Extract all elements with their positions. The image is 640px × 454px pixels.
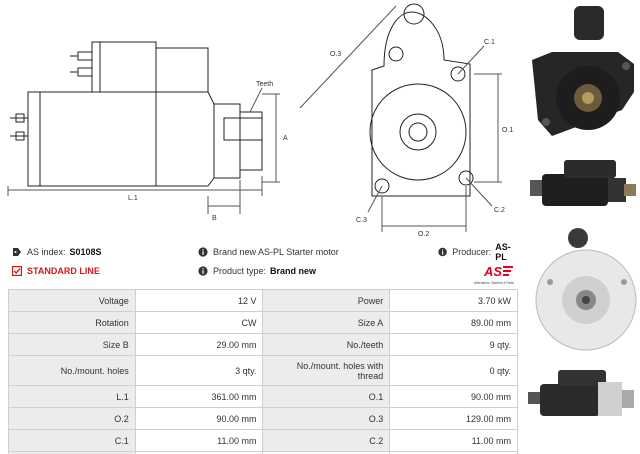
teeth-label: Teeth bbox=[256, 81, 273, 88]
spec-value: 11.00 mm bbox=[389, 429, 518, 452]
spec-label: O.1 bbox=[262, 385, 391, 408]
spec-value: 12 V bbox=[134, 289, 264, 312]
info-row-2: STANDARD LINE Product type: Brand new bbox=[10, 264, 520, 280]
c1-label: C.1 bbox=[484, 39, 495, 46]
c2-label: C.2 bbox=[494, 207, 505, 214]
spec-label: Rotation bbox=[8, 311, 136, 334]
motor-body-outline bbox=[27, 91, 157, 187]
as-index-value: S0108S bbox=[69, 247, 102, 257]
photo-side-silver bbox=[528, 370, 634, 416]
spec-label: C.2 bbox=[262, 429, 391, 452]
spec-value: 3.70 kW bbox=[389, 289, 518, 312]
as-pl-logo: AS Alternators, Starters & Parts bbox=[474, 264, 514, 285]
spec-label: Voltage bbox=[8, 289, 136, 312]
spec-value: 29.00 mm bbox=[134, 333, 264, 356]
producer: Producer: AS-PL bbox=[438, 242, 520, 262]
solenoid-outline bbox=[91, 41, 157, 93]
spec-label: No./teeth bbox=[262, 333, 391, 356]
l1-label: L.1 bbox=[128, 195, 138, 202]
info-icon bbox=[198, 266, 208, 276]
info-icon bbox=[198, 247, 208, 257]
spec-value: CW bbox=[134, 311, 264, 334]
spec-value: 89.00 mm bbox=[389, 311, 518, 334]
product-photos bbox=[528, 6, 637, 416]
product-type: Product type: Brand new bbox=[198, 264, 316, 278]
a-label: A bbox=[283, 135, 288, 142]
logo-text: AS bbox=[483, 264, 502, 279]
o2-label: O.2 bbox=[418, 231, 429, 238]
as-index-label: AS index: bbox=[27, 247, 66, 257]
spec-label: Size B bbox=[8, 333, 136, 356]
photo-front-silver bbox=[535, 228, 637, 351]
spec-value: 3 qty. bbox=[134, 355, 264, 386]
tag-icon bbox=[13, 248, 21, 256]
spec-value: 90.00 mm bbox=[134, 407, 264, 430]
spec-value: 11.00 mm bbox=[134, 429, 264, 452]
b-label: B bbox=[212, 215, 217, 222]
description-text: Brand new AS-PL Starter motor bbox=[213, 247, 339, 257]
technical-drawing: Teeth A B L.1 O.1 O.2 O.3 C.1 C.2 C.3 bbox=[7, 3, 513, 238]
spec-label: No./mount. holes bbox=[8, 355, 136, 386]
spec-value: 9 qty. bbox=[389, 333, 518, 356]
info-row-1: AS index: S0108S Brand new AS-PL Starter… bbox=[10, 242, 520, 262]
as-index: AS index: S0108S bbox=[12, 245, 102, 259]
spec-label bbox=[262, 451, 391, 454]
photo-front-dark bbox=[532, 6, 634, 136]
producer-label: Producer: bbox=[452, 247, 492, 257]
front-flange-outline bbox=[371, 11, 471, 197]
spec-value: 361.00 mm bbox=[134, 385, 264, 408]
o3-label: O.3 bbox=[330, 51, 341, 58]
spec-label: Power bbox=[262, 289, 391, 312]
spec-label: C.3 bbox=[8, 451, 136, 454]
spec-value: 0 qty. bbox=[389, 355, 518, 386]
spec-row: C.311.00 mm bbox=[8, 451, 518, 454]
spec-label: No./mount. holes with thread bbox=[262, 355, 391, 386]
spec-value: 90.00 mm bbox=[389, 385, 518, 408]
spec-value bbox=[389, 451, 518, 454]
o1-label: O.1 bbox=[502, 127, 513, 134]
standard-line-text: STANDARD LINE bbox=[27, 266, 100, 276]
spec-label: L.1 bbox=[8, 385, 136, 408]
spec-label: O.3 bbox=[262, 407, 391, 430]
standard-line: STANDARD LINE bbox=[12, 264, 100, 278]
product-type-label: Product type: bbox=[213, 266, 267, 276]
spec-label: C.1 bbox=[8, 429, 136, 452]
description: Brand new AS-PL Starter motor bbox=[198, 245, 343, 259]
spec-label: Size A bbox=[262, 311, 391, 334]
photo-side-dark bbox=[530, 160, 636, 206]
producer-value: AS-PL bbox=[495, 242, 511, 262]
product-info: AS index: S0108S Brand new AS-PL Starter… bbox=[10, 242, 520, 281]
spec-value: 129.00 mm bbox=[389, 407, 518, 430]
front-housing-circle bbox=[369, 83, 467, 181]
c3-label: C.3 bbox=[356, 217, 367, 224]
info-icon bbox=[438, 247, 447, 257]
logo-tagline: Alternators, Starters & Parts bbox=[474, 281, 514, 285]
spec-label: O.2 bbox=[8, 407, 136, 430]
checkbox-icon bbox=[12, 266, 22, 276]
product-type-value: Brand new bbox=[270, 266, 317, 276]
